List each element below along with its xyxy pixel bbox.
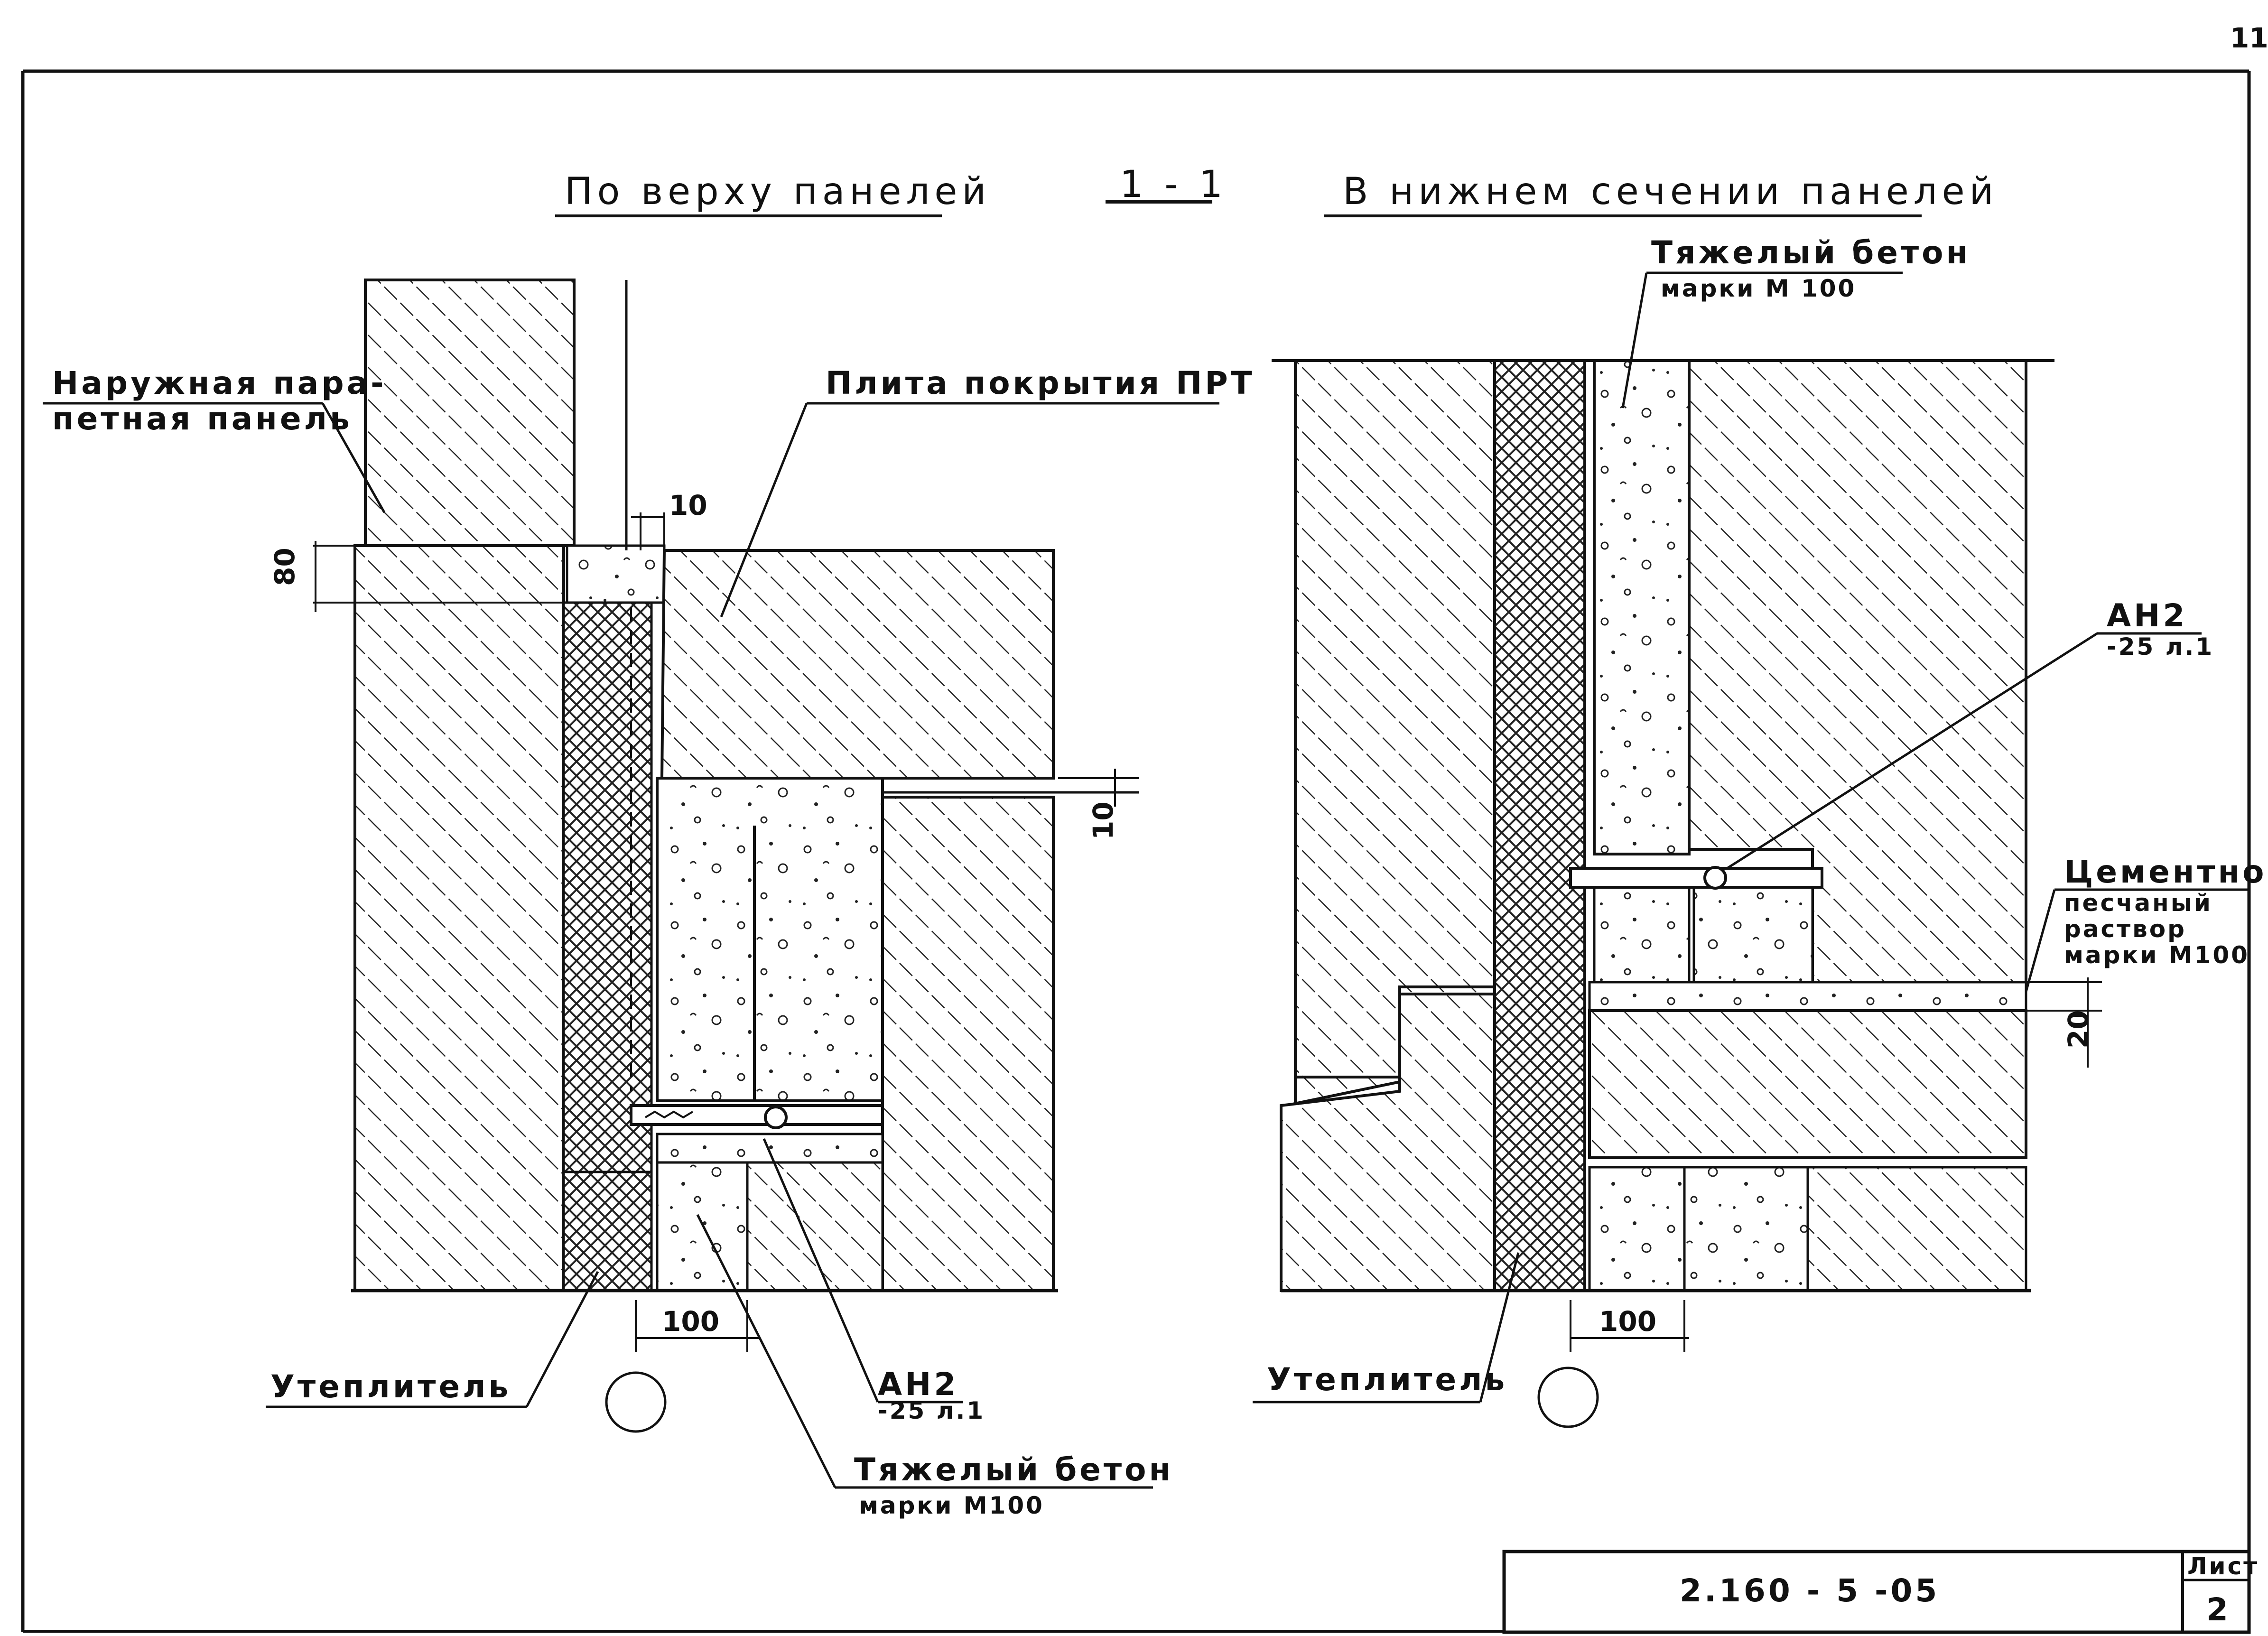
dim-height-80: 80: [269, 548, 301, 586]
dim-width-100-right: 100: [1599, 1305, 1656, 1338]
left-view-title: По верху панелей: [565, 170, 991, 213]
joint-block-1: [1593, 881, 1691, 984]
hatch-bottom-block: [746, 1161, 884, 1292]
bottom-concrete-2: [1683, 1166, 1809, 1292]
page-number: 11: [2230, 22, 2268, 54]
label-insulation-left: Утеплитель: [270, 1368, 511, 1405]
joint-block-2: [1692, 881, 1814, 984]
section-mark: 1 - 1: [1120, 163, 1227, 206]
outer-wall-panel: [353, 544, 565, 1292]
anchor-weld: [764, 1106, 788, 1129]
label-concrete-right-1: Тяжелый бетон: [1651, 234, 1971, 271]
axis-marker-right: [1537, 1366, 1599, 1428]
label-concrete-left-2: марки М100: [859, 1492, 1044, 1519]
concrete-infill-lower: [656, 1133, 884, 1164]
left-dimensions: 80 10 10 100: [269, 489, 1139, 1433]
slab-lower-body: [881, 796, 1055, 1292]
label-parapet-1: Наружная пара-: [52, 365, 387, 401]
anchor-welds-left: [644, 1110, 694, 1119]
label-concrete-right-2: марки М 100: [1661, 275, 1856, 302]
top-joint-fill: [566, 544, 666, 604]
sheet-number: 2: [2206, 1591, 2231, 1628]
label-anchor-code-left: АН2: [878, 1366, 958, 1403]
lower-slab: [1588, 1009, 2027, 1159]
label-mortar-3: раствор: [2064, 915, 2186, 943]
dim-height-20: 20: [2062, 1010, 2094, 1049]
anchor-weld-right: [1703, 866, 1727, 890]
concrete-infill: [656, 777, 884, 1102]
label-insulation-right: Утеплитель: [1267, 1361, 1507, 1398]
bottom-concrete-1: [1588, 1166, 1686, 1292]
label-mortar-2: песчаный: [2064, 889, 2212, 917]
parapet-panel: [364, 279, 576, 547]
right-dimensions: 20 100: [1537, 977, 2102, 1428]
left-section: [351, 279, 1139, 1292]
anchor-plate-right: [1569, 867, 1823, 889]
axis-marker-left: [605, 1371, 667, 1433]
label-anchor-ref-right: -25 л.1: [2107, 633, 2214, 660]
roof-slab: [660, 549, 1055, 780]
outer-wall-right-upper: [1294, 359, 1496, 1078]
label-mortar-1: Цементно-: [2064, 854, 2268, 890]
dim-gap-10: 10: [1087, 801, 1119, 840]
label-parapet-2: петная панель: [52, 400, 353, 437]
label-slab: Плита покрытия ПРТ: [826, 365, 1255, 401]
label-anchor-code-right: АН2: [2107, 597, 2187, 634]
left-labels: Наружная пара- петная панель Плита покры…: [43, 365, 1255, 1519]
right-labels: Тяжелый бетон марки М 100 АН2 -25 л.1 Це…: [1253, 234, 2268, 1404]
mortar-bed: [1588, 981, 2027, 1012]
right-view-title: В нижнем сечении панелей: [1343, 170, 1998, 213]
anchor-plate: [630, 1104, 884, 1126]
bottom-hatch: [1806, 1166, 2027, 1292]
insulation-right: [1493, 359, 1586, 1292]
title-block: 2.160 - 5 -05 Лист 2: [1502, 1550, 2259, 1634]
label-concrete-left-1: Тяжелый бетон: [854, 1451, 1173, 1488]
drawing-code: 2.160 - 5 -05: [1680, 1572, 1940, 1609]
concrete-core: [1593, 359, 1691, 855]
label-mortar-4: марки М100: [2064, 941, 2249, 969]
insulation-lower: [562, 1171, 653, 1292]
sheet-label: Лист: [2187, 1552, 2259, 1580]
dim-joint-top: 10: [669, 489, 707, 521]
right-section: [1272, 359, 2054, 1292]
dim-width-100-left: 100: [662, 1305, 719, 1338]
